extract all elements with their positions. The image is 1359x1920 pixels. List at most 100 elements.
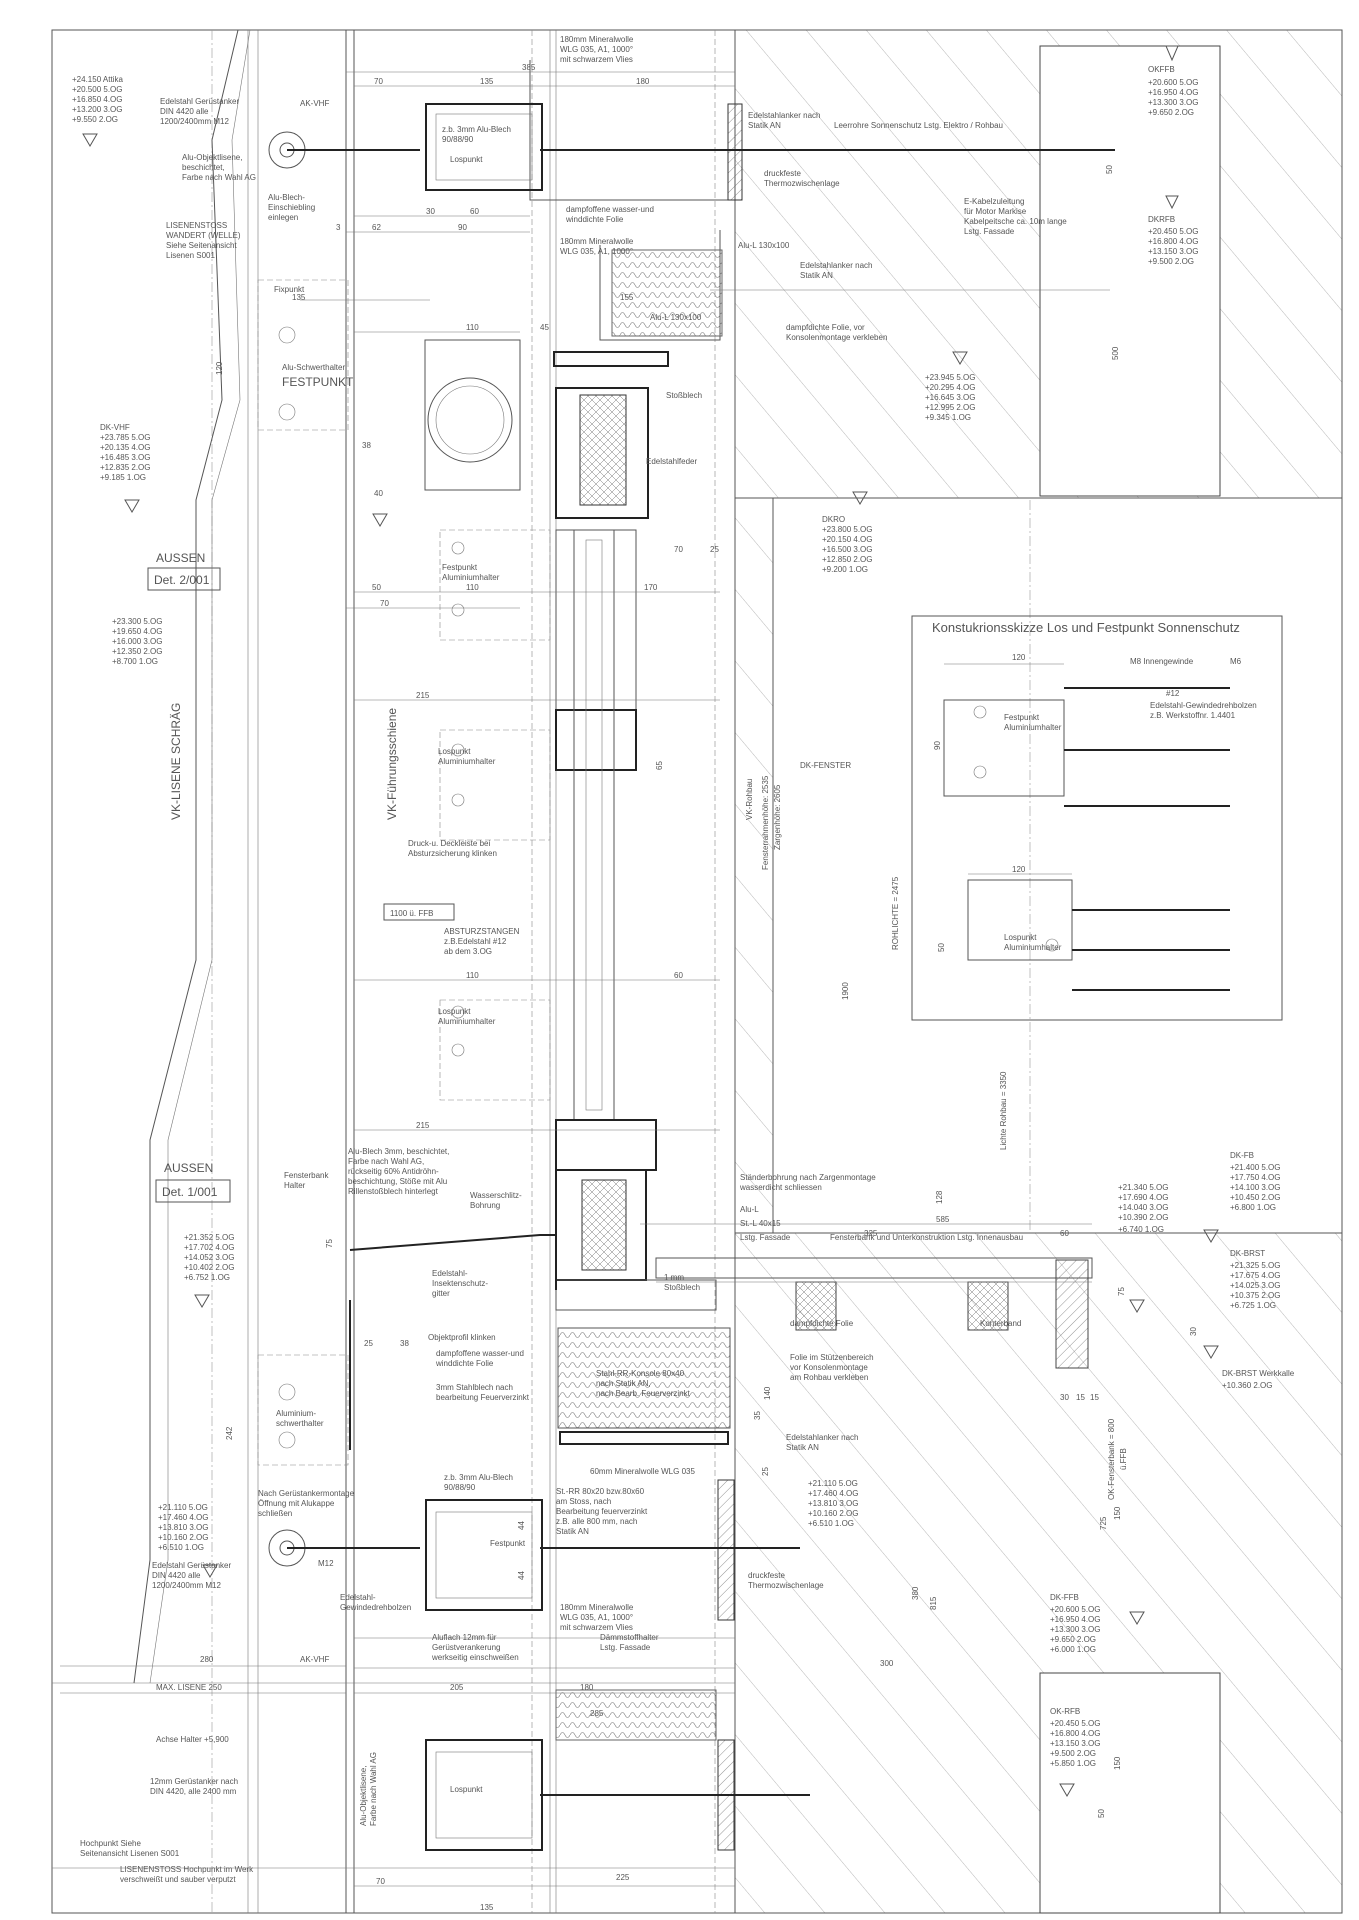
svg-text:ü.FFB: ü.FFB <box>1119 1448 1128 1470</box>
svg-text:60: 60 <box>1060 1229 1069 1238</box>
svg-text:+6.510 1.OG: +6.510 1.OG <box>808 1519 854 1528</box>
svg-text:DK-FB: DK-FB <box>1230 1151 1254 1160</box>
svg-text:Alu-L: Alu-L <box>740 1205 759 1214</box>
svg-text:75: 75 <box>325 1239 334 1248</box>
svg-text:Alu-Schwerthalter: Alu-Schwerthalter <box>282 363 345 372</box>
svg-text:Lospunkt: Lospunkt <box>1004 933 1037 942</box>
svg-text:Alu-Objektlisene,: Alu-Objektlisene, <box>359 1766 368 1826</box>
svg-text:Lichte Rohbau = 3350: Lichte Rohbau = 3350 <box>999 1071 1008 1150</box>
svg-text:+20.450 5.OG: +20.450 5.OG <box>1148 227 1198 236</box>
svg-text:nach Statik AN,: nach Statik AN, <box>596 1379 651 1388</box>
construction-sketch-text: Konstukrionsskizze Los und Festpunkt Son… <box>932 620 1257 952</box>
svg-text:+8.700 1.OG: +8.700 1.OG <box>112 657 158 666</box>
svg-text:1200/2400mm M12: 1200/2400mm M12 <box>160 117 229 126</box>
svg-text:90: 90 <box>458 223 467 232</box>
svg-text:AK-VHF: AK-VHF <box>300 1655 329 1664</box>
svg-text:+14.052 3.OG: +14.052 3.OG <box>184 1253 234 1262</box>
svg-text:St.-RR 80x20 bzw.80x60: St.-RR 80x20 bzw.80x60 <box>556 1487 645 1496</box>
svg-text:DIN 4420 alle: DIN 4420 alle <box>152 1571 201 1580</box>
right-levels-brst-werk: DK-BRST Werkkalle +10.360 2.OG <box>1222 1369 1295 1390</box>
svg-text:St.-L 40x15: St.-L 40x15 <box>740 1219 781 1228</box>
svg-text:170: 170 <box>644 583 658 592</box>
svg-text:Wasserschlitz-: Wasserschlitz- <box>470 1191 522 1200</box>
svg-text:Lstg. Fassade: Lstg. Fassade <box>600 1643 651 1652</box>
svg-text:+12.350 2.OG: +12.350 2.OG <box>112 647 162 656</box>
svg-text:Dämmstoffhalter: Dämmstoffhalter <box>600 1633 659 1642</box>
right-levels-fb-mid: +21.340 5.OG +17.690 4.OG +14.040 3.OG +… <box>1118 1183 1168 1234</box>
svg-text:120: 120 <box>215 361 224 375</box>
svg-text:Folie im Stützenbereich: Folie im Stützenbereich <box>790 1353 874 1362</box>
svg-text:Edelstahl Gerüstanker: Edelstahl Gerüstanker <box>160 97 239 106</box>
svg-text:+5.850 1.OG: +5.850 1.OG <box>1050 1759 1096 1768</box>
svg-text:140: 140 <box>763 1386 772 1400</box>
svg-text:50: 50 <box>937 943 946 952</box>
svg-text:50: 50 <box>1097 1809 1106 1818</box>
svg-text:90/88/90: 90/88/90 <box>444 1483 476 1492</box>
svg-text:110: 110 <box>466 323 479 332</box>
svg-text:Statik AN: Statik AN <box>748 121 781 130</box>
annotations-upper: AK-VHF Edelstahl Gerüstanker DIN 4420 al… <box>160 35 1067 466</box>
svg-text:25: 25 <box>710 545 719 554</box>
svg-text:Statik AN: Statik AN <box>556 1527 589 1536</box>
svg-text:Seitenansicht Lisenen S001: Seitenansicht Lisenen S001 <box>80 1849 180 1858</box>
svg-text:Konterband: Konterband <box>980 1319 1021 1328</box>
svg-text:30: 30 <box>1189 1327 1198 1336</box>
svg-text:Festpunkt: Festpunkt <box>442 563 478 572</box>
svg-text:Festpunkt: Festpunkt <box>490 1539 526 1548</box>
svg-text:Alu-L 130x100: Alu-L 130x100 <box>650 313 702 322</box>
svg-text:Gerüstverankerung: Gerüstverankerung <box>432 1643 500 1652</box>
svg-text:+21.110 5.OG: +21.110 5.OG <box>808 1479 858 1488</box>
svg-text:Edelstahlanker nach: Edelstahlanker nach <box>786 1433 859 1442</box>
svg-text:+6.000 1.OG: +6.000 1.OG <box>1050 1645 1096 1654</box>
right-levels-dkrfb: DKRFB +20.450 5.OG +16.800 4.OG +13.150 … <box>1148 215 1198 266</box>
svg-text:+23.300 5.OG: +23.300 5.OG <box>112 617 162 626</box>
svg-text:1100 ü. FFB: 1100 ü. FFB <box>390 909 433 918</box>
svg-text:+14.100 3.OG: +14.100 3.OG <box>1230 1183 1280 1192</box>
svg-text:einlegen: einlegen <box>268 213 298 222</box>
svg-text:+10.450 2.OG: +10.450 2.OG <box>1230 1193 1280 1202</box>
svg-text:Leerrohre Sonnenschutz Lstg. E: Leerrohre Sonnenschutz Lstg. Elektro / R… <box>834 121 1003 130</box>
svg-text:+17.460 4.OG: +17.460 4.OG <box>808 1489 858 1498</box>
svg-text:+16.485 3.OG: +16.485 3.OG <box>100 453 150 462</box>
svg-text:+20.135 4.OG: +20.135 4.OG <box>100 443 150 452</box>
svg-text:+21.110 5.OG: +21.110 5.OG <box>158 1503 208 1512</box>
svg-text:Statik AN: Statik AN <box>800 271 833 280</box>
svg-text:1 mm: 1 mm <box>664 1273 684 1282</box>
svg-text:OKFFB: OKFFB <box>1148 65 1175 74</box>
svg-text:120: 120 <box>1012 865 1026 874</box>
svg-text:120: 120 <box>1012 653 1026 662</box>
dimension-texts: 385 70 135 180 30 60 90 62 3 155 135 110… <box>200 63 1198 1912</box>
svg-text:135: 135 <box>480 77 494 86</box>
svg-text:+9.650 2.OG: +9.650 2.OG <box>1148 108 1194 117</box>
svg-text:+23.800 5.OG: +23.800 5.OG <box>822 525 872 534</box>
svg-text:Lstg. Fassade: Lstg. Fassade <box>740 1233 791 1242</box>
svg-text:+10.375 2.OG: +10.375 2.OG <box>1230 1291 1280 1300</box>
left-levels-bottom: +21.110 5.OG +17.460 4.OG +13.810 3.OG +… <box>158 1503 208 1552</box>
svg-text:+9.345 1.OG: +9.345 1.OG <box>925 413 971 422</box>
svg-text:rückseitig 60% Antidröhn-: rückseitig 60% Antidröhn- <box>348 1167 439 1176</box>
svg-text:+16.645 3.OG: +16.645 3.OG <box>925 393 975 402</box>
svg-text:242: 242 <box>225 1426 234 1440</box>
svg-text:Stahl-RR-Konsole 80x40: Stahl-RR-Konsole 80x40 <box>596 1369 685 1378</box>
svg-text:+20.600 5.OG: +20.600 5.OG <box>1148 78 1198 87</box>
svg-text:+20.150 4.OG: +20.150 4.OG <box>822 535 872 544</box>
svg-text:+13.810 3.OG: +13.810 3.OG <box>808 1499 858 1508</box>
lower-cassette <box>425 1479 810 1851</box>
sunshade-box <box>424 60 1115 491</box>
svg-text:beschichtung, Stöße mit Alu: beschichtung, Stöße mit Alu <box>348 1177 447 1186</box>
svg-text:WLG 035, A1, 1000°: WLG 035, A1, 1000° <box>560 1613 633 1622</box>
svg-text:+9.200 1.OG: +9.200 1.OG <box>822 565 868 574</box>
vertical-grid-lines <box>52 30 1031 1913</box>
sheet-border <box>51 29 1343 1914</box>
svg-text:Farbe nach Wahl AG,: Farbe nach Wahl AG, <box>348 1157 424 1166</box>
svg-text:725: 725 <box>1099 1516 1108 1530</box>
svg-text:135: 135 <box>480 1903 494 1912</box>
svg-text:325: 325 <box>864 1229 878 1238</box>
svg-text:+16.500 3.OG: +16.500 3.OG <box>822 545 872 554</box>
svg-text:DK-FFB: DK-FFB <box>1050 1593 1079 1602</box>
svg-text:+13.810 3.OG: +13.810 3.OG <box>158 1523 208 1532</box>
svg-text:180mm Mineralwolle: 180mm Mineralwolle <box>560 237 634 246</box>
svg-text:+6.752 1.OG: +6.752 1.OG <box>184 1273 230 1282</box>
svg-text:35: 35 <box>753 1411 762 1420</box>
